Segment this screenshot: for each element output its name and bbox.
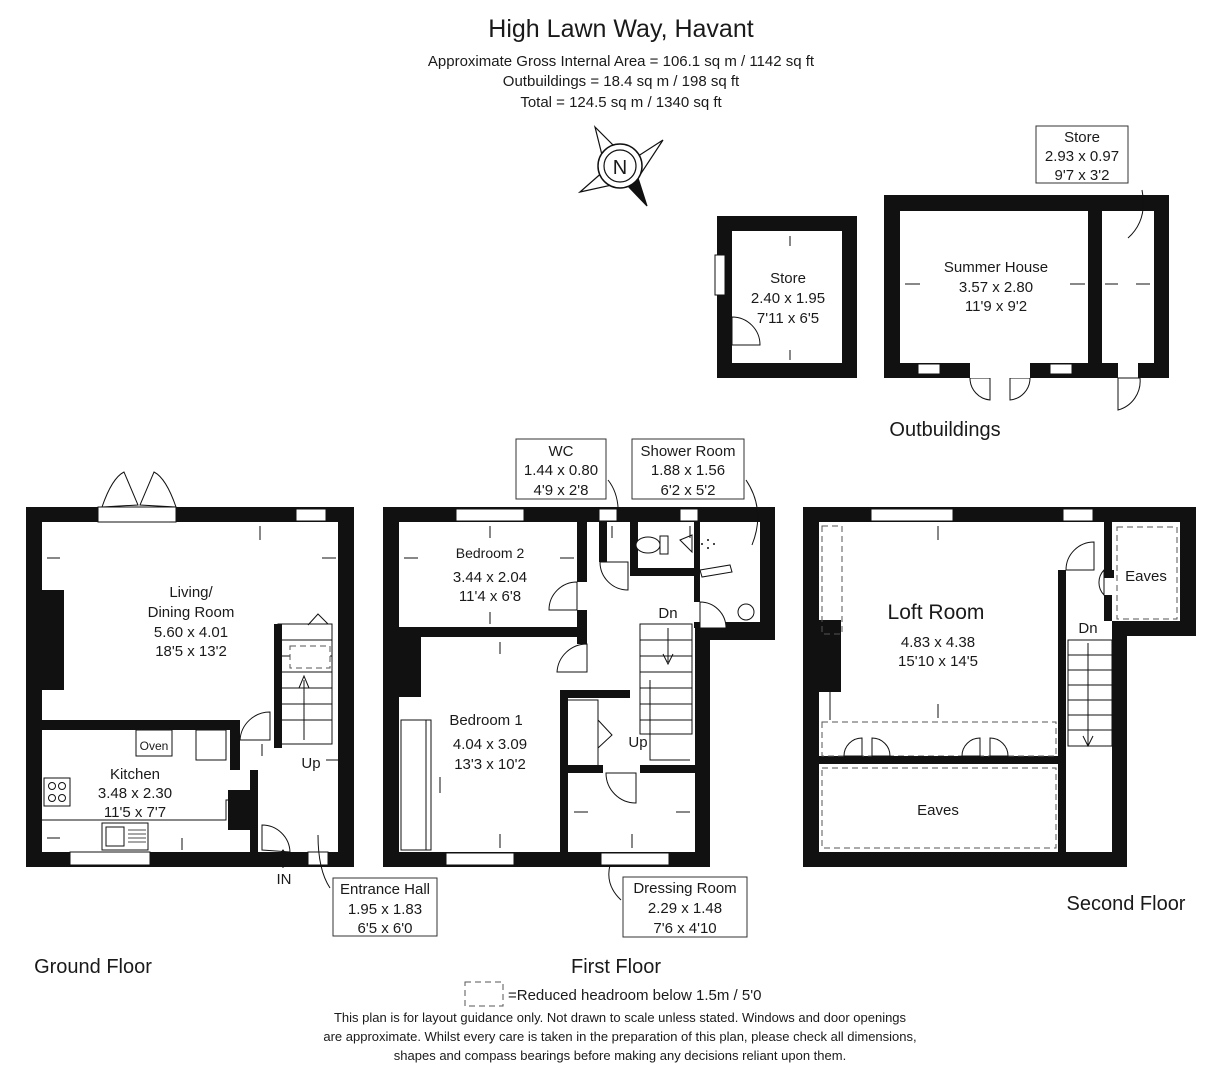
- eaves-bottom-label: Eaves: [917, 802, 959, 819]
- ground-stairs-up-label: Up: [301, 755, 320, 772]
- bedroom1-imperial: 13'3 x 10'2: [454, 756, 526, 773]
- second-floor-plan: Dn Loft Room 4.83 x 4.38 15'10 x 14'5 Ea…: [803, 507, 1196, 867]
- compass-north-label: N: [613, 157, 627, 179]
- loft-name: Loft Room: [888, 601, 985, 624]
- wc-name: WC: [549, 443, 574, 460]
- summer-house-imperial: 11'9 x 9'2: [965, 298, 1027, 315]
- first-floor-plan: Dn Up Bedroom 2 3.44 x 2.04 11'4 x 6'8 B…: [383, 507, 775, 867]
- plan-title: High Lawn Way, Havant: [488, 15, 753, 43]
- shower-room-label: Shower Room 1.88 x 1.56 6'2 x 5'2: [631, 438, 759, 546]
- toilet-icon: [635, 535, 669, 555]
- disclaimer-line-3: shapes and compass bearings before makin…: [394, 1048, 846, 1063]
- entrance-hall-name: Entrance Hall: [340, 881, 430, 898]
- first-floor-caption: First Floor: [571, 956, 661, 978]
- first-stairs-down-label: Dn: [658, 605, 677, 622]
- store-side-metric: 2.93 x 0.97: [1045, 148, 1119, 165]
- living-name-1: Living/: [169, 584, 213, 601]
- hob-icon: [43, 777, 71, 807]
- oven-label: Oven: [140, 739, 169, 753]
- legend: =Reduced headroom below 1.5m / 5'0: [464, 981, 761, 1007]
- wc-metric: 1.44 x 0.80: [524, 462, 598, 479]
- summer-house-name: Summer House: [944, 259, 1048, 276]
- legend-text: =Reduced headroom below 1.5m / 5'0: [508, 987, 761, 1004]
- outbuildings-area: Outbuildings = 18.4 sq m / 198 sq ft: [503, 73, 740, 90]
- outbuildings-caption: Outbuildings: [889, 419, 1000, 441]
- loft-metric: 4.83 x 4.38: [901, 634, 975, 651]
- disclaimer-line-2: are approximate. Whilst every care is ta…: [323, 1029, 916, 1044]
- second-stairs-down-label: Dn: [1078, 620, 1097, 637]
- compass-icon: N: [577, 125, 664, 207]
- store-side-imperial: 9'7 x 3'2: [1055, 167, 1110, 184]
- living-imperial: 18'5 x 13'2: [155, 643, 227, 660]
- bedroom2-imperial: 11'4 x 6'8: [459, 588, 521, 605]
- outbuilding-summer-house: Summer House 3.57 x 2.80 11'9 x 9'2: [884, 195, 1169, 411]
- entrance-hall-metric: 1.95 x 1.83: [348, 901, 422, 918]
- store-small-name: Store: [770, 270, 806, 287]
- bedroom2-metric: 3.44 x 2.04: [453, 569, 527, 586]
- kitchen-metric: 3.48 x 2.30: [98, 785, 172, 802]
- store-side-label: Store 2.93 x 0.97 9'7 x 3'2: [1035, 125, 1144, 239]
- store-small-imperial: 7'11 x 6'5: [757, 310, 819, 327]
- living-name-2: Dining Room: [148, 604, 235, 621]
- total-area: Total = 124.5 sq m / 1340 sq ft: [520, 94, 722, 111]
- bedroom2-name: Bedroom 2: [456, 545, 525, 561]
- wc-label: WC 1.44 x 0.80 4'9 x 2'8: [515, 438, 619, 521]
- gross-internal-area: Approximate Gross Internal Area = 106.1 …: [428, 53, 815, 70]
- entrance-hall-label: Entrance Hall 1.95 x 1.83 6'5 x 6'0: [317, 834, 438, 937]
- shower-imperial: 6'2 x 5'2: [661, 482, 716, 499]
- dressing-room-label: Dressing Room 2.29 x 1.48 7'6 x 4'10: [608, 864, 748, 938]
- ground-floor-plan: Up Oven: [26, 471, 354, 888]
- living-metric: 5.60 x 4.01: [154, 624, 228, 641]
- store-side-name: Store: [1064, 129, 1100, 146]
- loft-imperial: 15'10 x 14'5: [898, 653, 978, 670]
- sink-icon: [101, 822, 149, 851]
- disclaimer-line-1: This plan is for layout guidance only. N…: [334, 1010, 907, 1025]
- summer-house-metric: 3.57 x 2.80: [959, 279, 1033, 296]
- entrance-hall-imperial: 6'5 x 6'0: [358, 920, 413, 937]
- first-stairs-up-label: Up: [628, 734, 647, 751]
- kitchen-name: Kitchen: [110, 766, 160, 783]
- dressing-name: Dressing Room: [633, 880, 736, 897]
- eaves-right-label: Eaves: [1125, 568, 1167, 585]
- bedroom1-metric: 4.04 x 3.09: [453, 736, 527, 753]
- ground-floor-caption: Ground Floor: [34, 956, 152, 978]
- kitchen-imperial: 11'5 x 7'7: [104, 804, 166, 821]
- dressing-imperial: 7'6 x 4'10: [653, 920, 716, 937]
- entrance-in-label: IN: [277, 871, 292, 888]
- shower-name: Shower Room: [640, 443, 735, 460]
- bedroom1-name: Bedroom 1: [449, 712, 522, 729]
- entrance-arrow-icon: [276, 849, 290, 868]
- store-small-metric: 2.40 x 1.95: [751, 290, 825, 307]
- shower-head-icon: [679, 534, 715, 554]
- wc-imperial: 4'9 x 2'8: [534, 482, 589, 499]
- shower-metric: 1.88 x 1.56: [651, 462, 725, 479]
- second-floor-caption: Second Floor: [1067, 893, 1186, 915]
- outbuilding-store-small: Store 2.40 x 1.95 7'11 x 6'5: [714, 216, 857, 378]
- dressing-metric: 2.29 x 1.48: [648, 900, 722, 917]
